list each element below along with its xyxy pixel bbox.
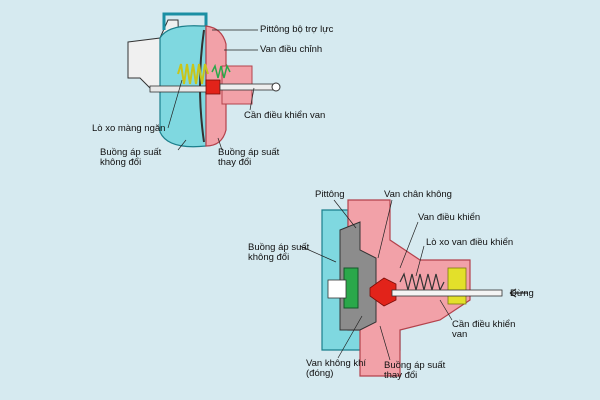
label-variable-chamber-top: Buồng áp suất thay đổi xyxy=(218,147,280,168)
spring-housing-yellow xyxy=(447,267,467,305)
label-constant-chamber-top: Buồng áp suất không đổi xyxy=(100,147,162,168)
label-control-valve-top: Van điều chỉnh xyxy=(260,44,323,55)
control-valve-spring-coil xyxy=(399,272,445,292)
label-control-valve-bottom: Van điều khiển xyxy=(418,212,481,223)
valve-rod-detail xyxy=(391,289,503,297)
label-variable-chamber-bottom: Buồng áp suất thay đổi xyxy=(384,360,446,381)
valve-rod xyxy=(219,83,279,91)
vacuum-hose xyxy=(162,12,208,30)
label-piston: Pittông xyxy=(315,189,345,200)
label-stop: Dừng xyxy=(510,288,534,299)
valve-rod-clevis xyxy=(271,82,281,92)
label-control-valve-spring: Lò xo van điều khiển xyxy=(426,237,514,248)
label-constant-chamber-bottom: Buồng áp suất không đổi xyxy=(248,242,310,263)
label-valve-rod-bottom: Cần điều khiển van xyxy=(452,319,516,340)
label-diaphragm-spring: Lò xo màng ngăn xyxy=(92,123,166,134)
valve-detail-diagram xyxy=(299,199,528,377)
label-valve-rod-top: Cần điều khiển van xyxy=(244,110,326,121)
booster-overview-diagram xyxy=(127,12,281,151)
label-air-valve: Van không khí (đóng) xyxy=(306,358,367,379)
bottom-leader-lines xyxy=(299,199,453,361)
valve-spring-green xyxy=(211,63,231,79)
stop-arrow xyxy=(509,288,528,298)
plunger-white xyxy=(327,279,347,299)
air-valve-red xyxy=(369,277,397,307)
label-vacuum-valve: Van chân không xyxy=(384,189,452,200)
top-leader-lines xyxy=(167,29,258,151)
diaphragm-spring xyxy=(177,63,209,85)
control-valve-red xyxy=(205,79,221,95)
label-booster-piston: Pittông bộ trợ lực xyxy=(260,24,334,35)
